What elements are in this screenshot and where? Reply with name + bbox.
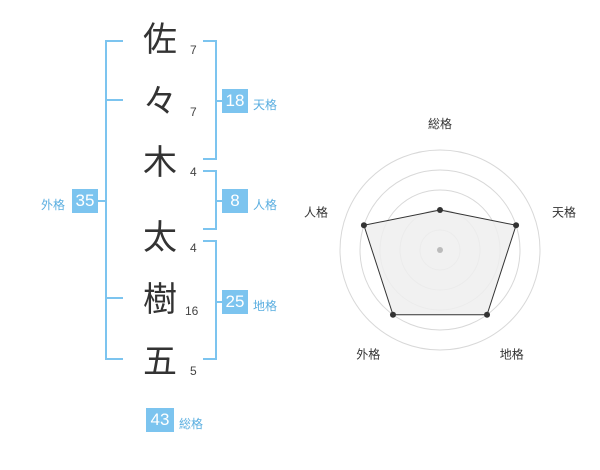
tenkaku-badge: 18 (222, 89, 248, 113)
radar-point-1 (437, 207, 443, 213)
radar-center-dot (437, 247, 443, 253)
bracket-tick (105, 99, 123, 101)
bracket-tick (105, 297, 123, 299)
name-char-2: 々 (143, 82, 177, 122)
tenkaku-bracket (203, 40, 217, 160)
soukaku-label: 総格 (179, 417, 204, 431)
chikaku-label: 地格 (253, 299, 278, 313)
radar-axis-label-5: 人格 (304, 204, 328, 219)
name-char-4: 太 (143, 218, 177, 258)
name-char-1: 佐 (143, 20, 177, 60)
stroke-count-6: 5 (190, 364, 197, 378)
radar-point-3 (484, 311, 491, 318)
jinkaku-label: 人格 (253, 198, 278, 212)
radar-area (363, 209, 517, 316)
soukaku-badge: 43 (146, 408, 174, 432)
bracket-connector (217, 100, 223, 102)
radar-axis-label-2: 天格 (552, 204, 576, 219)
radar-point-2 (513, 222, 520, 229)
name-char-5: 樹 (143, 280, 177, 320)
chikaku-bracket (203, 240, 217, 360)
bracket-connector (217, 200, 223, 202)
bracket-connector (97, 200, 105, 202)
chikaku-badge: 25 (222, 290, 248, 314)
jinkaku-bracket (203, 170, 217, 230)
gaikaku-label: 外格 (41, 198, 66, 212)
stroke-count-2: 7 (190, 105, 197, 119)
jinkaku-badge: 8 (222, 189, 248, 213)
gaikaku-badge: 35 (72, 189, 98, 213)
radar-axis-label-3: 地格 (500, 347, 524, 362)
radar-points (360, 207, 520, 318)
stroke-count-3: 4 (190, 165, 197, 179)
gaikaku-bracket (105, 40, 123, 360)
bracket-connector (217, 301, 223, 303)
tenkaku-label: 天格 (253, 98, 278, 112)
name-char-6: 五 (143, 342, 177, 382)
stroke-count-4: 4 (190, 241, 197, 255)
radar-axis-label-4: 外格 (356, 347, 380, 362)
radar-grid-ring (339, 149, 541, 351)
radar-point-5 (360, 222, 367, 229)
radar-grid-ring (359, 169, 521, 331)
radar-axis-label-1: 総格 (428, 116, 452, 131)
name-char-3: 木 (143, 143, 177, 183)
radar-series-area (363, 209, 517, 316)
stroke-count-1: 7 (190, 43, 197, 57)
radar-point-4 (389, 311, 396, 318)
stroke-count-5: 16 (185, 304, 199, 318)
